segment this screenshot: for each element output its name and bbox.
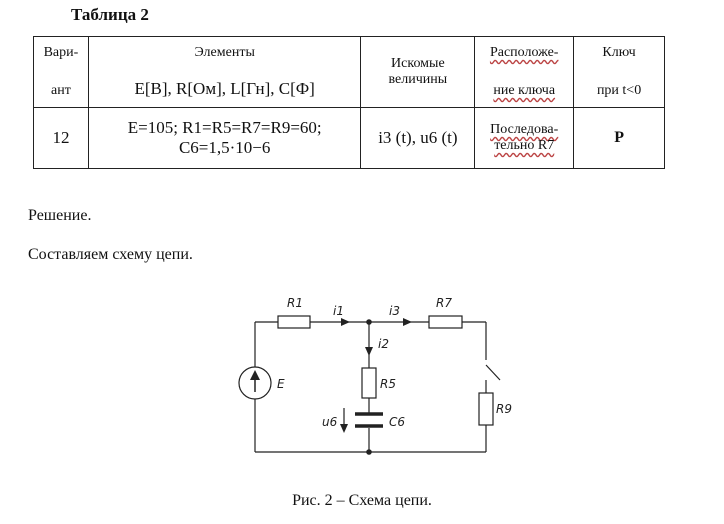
arrow-i3 bbox=[403, 318, 412, 326]
table-title: Таблица 2 bbox=[71, 5, 149, 24]
parameters-table: Вари- ант Элементы E[В], R[Ом], L[Гн], C… bbox=[33, 36, 665, 169]
solution-heading: Решение. bbox=[28, 207, 92, 224]
cell-switch-position: Последова- тельно R7 bbox=[474, 107, 575, 169]
label-r1: R1 bbox=[287, 296, 303, 310]
table-header-row: Вари- ант Элементы E[В], R[Ом], L[Гн], C… bbox=[33, 36, 665, 108]
arrow-u6 bbox=[340, 424, 348, 433]
cell-sought: i3 (t), u6 (t) bbox=[360, 107, 476, 169]
figure-caption: Рис. 2 – Схема цепи. bbox=[292, 492, 432, 509]
label-i3: i3 bbox=[389, 304, 400, 318]
arrow-i2 bbox=[365, 347, 373, 356]
label-u6: u6 bbox=[322, 415, 338, 429]
header-switch-position: Расположе- ние ключа bbox=[474, 36, 575, 108]
cell-variant: 12 bbox=[33, 107, 89, 169]
header-key: Ключ при t<0 bbox=[573, 36, 665, 108]
label-i2: i2 bbox=[378, 337, 389, 351]
label-r7: R7 bbox=[436, 296, 452, 310]
resistor-r7 bbox=[428, 315, 463, 329]
resistor-r9 bbox=[478, 392, 494, 426]
switch bbox=[485, 364, 501, 381]
resistor-r5 bbox=[361, 367, 377, 399]
compose-text: Составляем схему цепи. bbox=[28, 246, 193, 263]
table-row: 12 E=105; R1=R5=R7=R9=60; C6=1,5·10−6 i3… bbox=[33, 107, 665, 169]
resistor-r1 bbox=[277, 315, 311, 329]
node-bottom bbox=[366, 449, 372, 455]
node-top bbox=[366, 319, 372, 325]
label-i1: i1 bbox=[333, 304, 344, 318]
label-e: E bbox=[277, 377, 285, 391]
arrow-i1 bbox=[341, 318, 350, 326]
label-r9: R9 bbox=[496, 402, 512, 416]
label-c6: C6 bbox=[389, 415, 405, 429]
header-variant: Вари- ант bbox=[33, 36, 89, 108]
cell-elements: E=105; R1=R5=R7=R9=60; C6=1,5·10−6 bbox=[87, 107, 362, 169]
cell-key: Р bbox=[573, 107, 665, 169]
label-r5: R5 bbox=[380, 377, 396, 391]
